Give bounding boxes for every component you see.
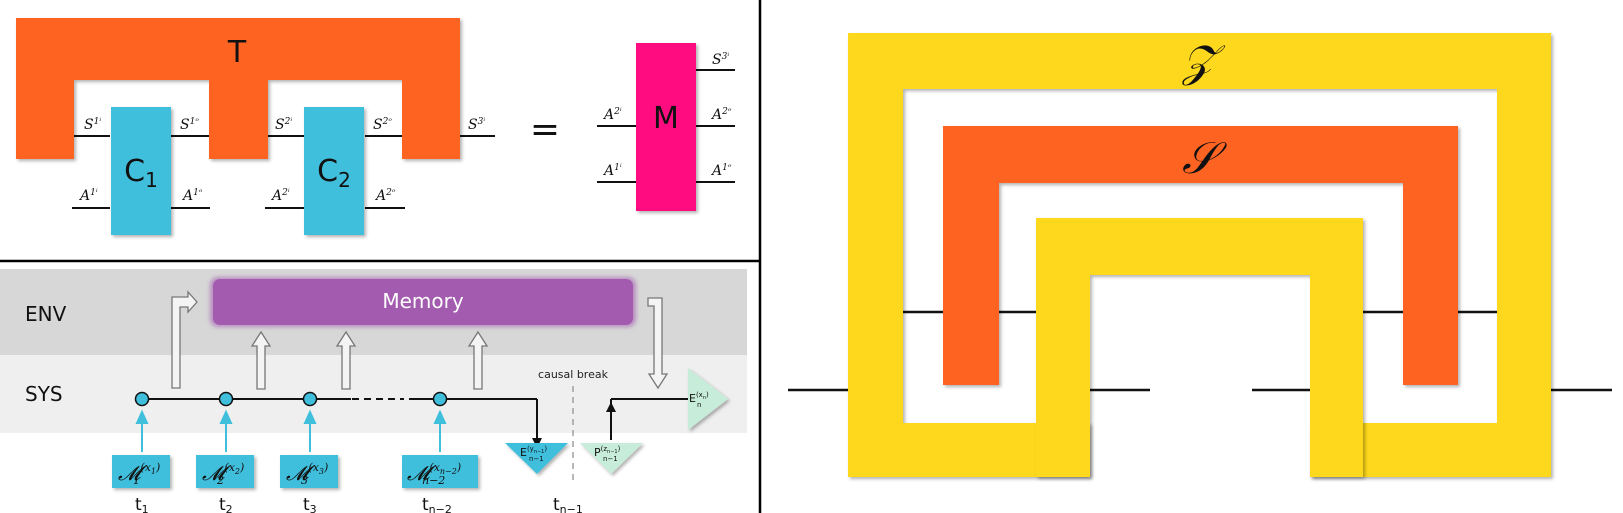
tester-label: T [227, 35, 247, 70]
prep-label-n-minus-1: P(zn−1)n−1 [594, 445, 621, 463]
comb-panel: T C1 C2 S1ⁱ S1ᵒ S2ⁱ S2ᵒ S3ⁱ A1ⁱ A1ᵒ A2ⁱ … [16, 18, 735, 235]
inner-comb [1036, 218, 1363, 477]
time-label-n-minus-1: tn−1 [553, 495, 583, 513]
channel-c2-sub: 2 [338, 168, 351, 192]
wire-label-a2o: A2ᵒ [374, 188, 396, 204]
timeline-node-4 [432, 391, 448, 407]
equals-sign: = [530, 109, 560, 150]
instrument-box-4 [402, 455, 478, 488]
instrument-label-4: 𝓜(xn−2)n−2 [407, 461, 461, 487]
memory-to-sys-bent-arrow [647, 297, 669, 390]
effect-triangle-n-minus-1 [505, 443, 568, 474]
instrument-box-2 [196, 455, 254, 488]
channel-c1-box [111, 107, 171, 235]
comb-wires [72, 69, 735, 209]
channel-c2-box [304, 107, 364, 235]
result-m-label: M [653, 101, 679, 136]
timeline-node-1 [134, 391, 150, 407]
sys-band [0, 355, 747, 433]
causal-break-label: causal break [538, 368, 609, 381]
time-label-n-minus-2: tn−2 [422, 495, 452, 513]
panel-dividers [0, 0, 762, 513]
instrument-box-3 [280, 455, 338, 488]
env-label: ENV [25, 302, 67, 326]
up-arrow-2 [335, 330, 357, 390]
instrument-arrows [135, 409, 447, 452]
effect-label-n-minus-1: E(yn−1)n−1 [520, 445, 547, 463]
memory-bar [213, 279, 633, 325]
sys-label: SYS [25, 382, 63, 406]
time-labels: t1 t2 t3 tn−2 tn−1 [135, 495, 583, 513]
wire-label-s2o: S2ᵒ [373, 117, 392, 133]
sys-to-memory-bent-arrow [171, 290, 198, 389]
tester-comb-shape [16, 18, 460, 159]
flow-arrows [171, 290, 669, 390]
m-wire-label-a1o: A1ᵒ [710, 163, 732, 179]
m-wire-label-a1i: A1ⁱ [602, 163, 622, 179]
time-label-1: t1 [135, 495, 149, 513]
up-arrow-3 [467, 330, 489, 390]
timeline-node-3 [302, 391, 318, 407]
wire-label-a1i: A1ⁱ [78, 188, 98, 204]
up-arrow-1 [250, 330, 272, 390]
m-wire-label-s3i: S3ⁱ [712, 52, 729, 68]
prep-triangle-n-minus-1 [580, 443, 643, 474]
wire-label-s3i: S3ⁱ [468, 117, 485, 133]
wire-label-s1i: S1ⁱ [84, 117, 101, 133]
timeline-node-2 [218, 391, 234, 407]
channel-c2-letter: C [317, 154, 338, 189]
result-m-box [636, 43, 696, 211]
wire-label-a2i: A2ⁱ [270, 188, 290, 204]
instrument-boxes [112, 455, 478, 488]
channel-c1-sub: 1 [145, 168, 158, 192]
channel-c2-label: C2 [317, 154, 351, 192]
memory-label: Memory [382, 289, 464, 313]
channel-c1-letter: C [124, 154, 145, 189]
time-label-2: t2 [219, 495, 233, 513]
effect-label-n: E(xn)n [689, 391, 709, 409]
process-panel: ENV SYS Memory causal break [0, 269, 747, 513]
effect-triangle-n [688, 368, 728, 430]
instrument-labels: 𝓜(x1)1 𝓜(x2)2 𝓜(x3)3 𝓜(xn−2)n−2 [118, 461, 461, 487]
channel-c1-label: C1 [124, 154, 158, 192]
comb-wire-labels: S1ⁱ S1ᵒ S2ⁱ S2ᵒ S3ⁱ A1ⁱ A1ᵒ A2ⁱ A2ᵒ [78, 117, 485, 204]
m-wire-label-a2i: A2ⁱ [602, 107, 622, 123]
timeline-nodes [134, 391, 448, 407]
nested-panel: 𝒵 𝒮 [788, 33, 1612, 477]
time-label-3: t3 [303, 495, 317, 513]
instrument-label-3: 𝓜(x3)3 [286, 461, 328, 487]
nested-outer-wires [788, 310, 1612, 392]
instrument-box-1 [112, 455, 170, 488]
wire-label-s1o: S1ᵒ [180, 117, 199, 133]
wire-label-s2i: S2ⁱ [275, 117, 292, 133]
outer-comb-z [848, 33, 1551, 477]
wire-label-a1o: A1ᵒ [181, 188, 203, 204]
m-wire-label-a2o: A2ᵒ [710, 107, 732, 123]
result-wire-labels: S3ⁱ A2ⁱ A2ᵒ A1ⁱ A1ᵒ [602, 52, 732, 179]
middle-comb-s [943, 126, 1458, 385]
